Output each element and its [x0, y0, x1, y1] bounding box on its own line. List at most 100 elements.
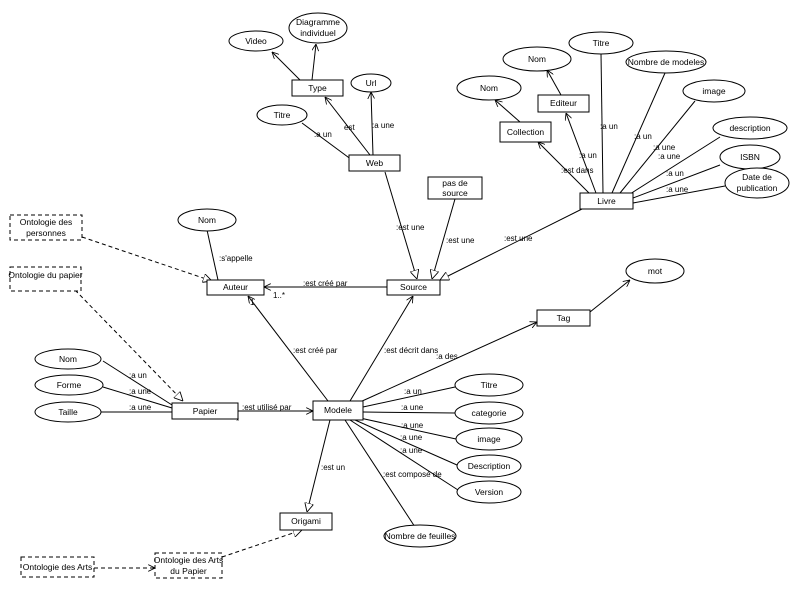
ontologie-papier-node[interactable]: Ontologie du papier — [8, 266, 83, 292]
livre-label: Livre — [597, 196, 616, 206]
edge-livre-isbn — [632, 164, 721, 199]
attr-mot[interactable]: mot — [625, 258, 685, 284]
attr-description-modele[interactable]: Description — [456, 454, 522, 478]
ontologie-personnes-node[interactable]: Ontologie des personnes — [9, 214, 83, 241]
ontologie-arts-papier-node[interactable]: Ontologie des Arts du Papier — [154, 552, 223, 579]
edge-livre-titre — [600, 52, 604, 194]
ontologie-arts-node[interactable]: Ontologie des Arts — [20, 556, 95, 578]
edge-label-a-une-image-livre: :a une — [653, 143, 676, 152]
edge-modele-auteur — [248, 296, 329, 402]
edge-papier-nom — [102, 360, 173, 406]
auteur-node[interactable]: Auteur — [206, 279, 265, 296]
edge-label-est-compose-de: :est composé de — [383, 470, 442, 479]
edge-label-est-cree-par-modele: :est créé par — [293, 346, 338, 355]
ontologie-arts-papier-label-2: du Papier — [170, 566, 207, 576]
origami-node[interactable]: Origami — [279, 512, 333, 531]
tag-node[interactable]: Tag — [536, 309, 591, 327]
attr-video[interactable]: Video — [228, 30, 284, 52]
auteur-label: Auteur — [223, 282, 248, 292]
edge-modele-origami — [307, 419, 331, 512]
modele-node[interactable]: Modele — [312, 400, 364, 421]
attr-date-publication[interactable]: Date de publication — [724, 167, 790, 199]
attr-forme[interactable]: Forme — [34, 374, 104, 396]
edge-label-a-une-forme: :a une — [129, 387, 152, 396]
attr-nombre-modeles[interactable]: Nombre de modeles — [625, 50, 707, 74]
pas-de-source-label-1: pas de — [442, 178, 468, 188]
ontologie-arts-label: Ontologie des Arts — [23, 562, 92, 572]
attr-image-livre-label: image — [702, 86, 725, 96]
ontologie-personnes-label-1: Ontologie des — [20, 217, 72, 227]
attr-titre-livre[interactable]: Titre — [568, 31, 634, 55]
attr-date-publication-label-2: publication — [737, 183, 778, 193]
attr-image-modele-label: image — [477, 434, 500, 444]
edge-modele-description — [354, 419, 458, 466]
attr-categorie[interactable]: categorie — [454, 401, 524, 425]
edge-livre-source — [440, 204, 591, 280]
edge-label-a-une-taille: :a une — [129, 403, 152, 412]
edge-label-est: est — [344, 123, 355, 132]
edge-papier-forme — [102, 386, 173, 409]
edge-label-est-cree-par-source: :est créé par — [303, 279, 348, 288]
edge-label-est-une-web: :est une — [396, 223, 425, 232]
source-node[interactable]: Source — [386, 279, 441, 296]
edge-livre-nombre — [611, 72, 666, 194]
collection-label: Collection — [507, 127, 545, 137]
ontologie-arts-papier-label-1: Ontologie des Arts — [154, 555, 223, 565]
editeur-node[interactable]: Editeur — [537, 94, 590, 113]
attr-nom-collection-label: Nom — [480, 83, 498, 93]
web-node[interactable]: Web — [348, 154, 401, 172]
attr-titre-web[interactable]: Titre — [256, 104, 308, 126]
edge-web-source — [384, 171, 417, 279]
type-node[interactable]: Type — [291, 79, 344, 97]
attr-image-livre[interactable]: image — [682, 79, 746, 103]
edge-label-a-une-version: :a une — [400, 446, 423, 455]
edge-modele-titre — [362, 386, 456, 408]
edge-livre-date — [632, 185, 726, 204]
web-label: Web — [366, 158, 384, 168]
attr-nom-auteur[interactable]: Nom — [177, 208, 237, 232]
attr-url-label: Url — [366, 78, 377, 88]
pas-de-source-node[interactable]: pas de source — [427, 176, 483, 200]
attr-nom-editeur-label: Nom — [528, 54, 546, 64]
edge-label-a-une-desc-modele: :a une — [400, 433, 423, 442]
edge-type-diagramme — [311, 44, 316, 81]
class-boxes: Type Web pas de source Editeur Collectio… — [8, 79, 634, 579]
attr-version-label: Version — [475, 487, 504, 497]
attr-taille[interactable]: Taille — [34, 401, 102, 423]
edge-web-url — [371, 92, 373, 156]
edge-label-est-dans: :est dans — [561, 166, 593, 175]
edge-label-a-un-nom-papier: :a un — [129, 371, 147, 380]
attr-date-publication-label-1: Date de — [742, 172, 772, 182]
edge-modele-image — [359, 417, 457, 440]
attr-titre-modele[interactable]: Titre — [454, 373, 524, 397]
attr-nom-auteur-label: Nom — [198, 215, 216, 225]
edge-web-type — [325, 97, 371, 156]
edge-label-a-un-editeur: :a un — [579, 151, 597, 160]
edge-label-a-une-categorie: :a une — [401, 403, 424, 412]
edge-editeur-nom — [547, 70, 562, 96]
attr-image-modele[interactable]: image — [455, 427, 523, 451]
livre-node[interactable]: Livre — [579, 192, 634, 210]
attr-nombre-feuilles[interactable]: Nombre de feuilles — [383, 524, 457, 548]
ontologie-papier-label: Ontologie du papier — [8, 270, 82, 280]
collection-node[interactable]: Collection — [499, 121, 552, 143]
attr-diagramme[interactable]: Diagramme individuel — [288, 12, 348, 44]
attr-nom-collection[interactable]: Nom — [456, 75, 522, 101]
papier-node[interactable]: Papier — [171, 402, 239, 420]
attr-nom-papier[interactable]: Nom — [34, 348, 102, 370]
editeur-label: Editeur — [550, 98, 577, 108]
attr-url[interactable]: Url — [350, 73, 392, 93]
attr-isbn[interactable]: ISBN — [719, 144, 781, 170]
attr-description-livre-label: description — [729, 123, 770, 133]
edge-modele-feuilles — [344, 419, 416, 528]
attr-nombre-feuilles-label: Nombre de feuilles — [385, 531, 456, 541]
edge-label-a-un-nombre: :a un — [634, 132, 652, 141]
edge-livre-image — [619, 100, 696, 194]
edge-modele-categorie — [362, 411, 456, 414]
attr-version[interactable]: Version — [456, 480, 522, 504]
source-label: Source — [400, 282, 427, 292]
attr-titre-modele-label: Titre — [481, 380, 498, 390]
attr-description-livre[interactable]: description — [712, 116, 788, 140]
attr-nom-editeur[interactable]: Nom — [502, 46, 572, 72]
